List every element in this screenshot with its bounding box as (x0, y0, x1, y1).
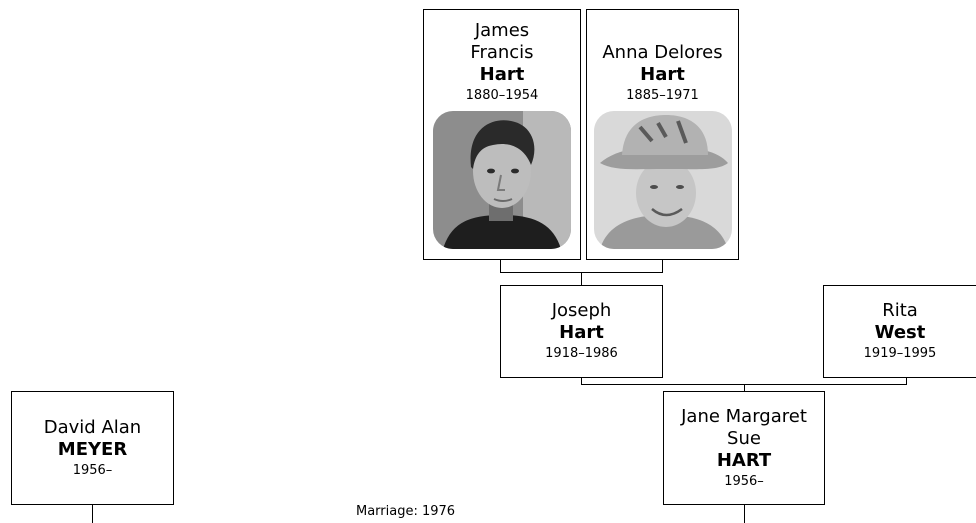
marriage-label: Marriage: 1976 (356, 504, 456, 519)
life-dates: 1918–1986 (545, 346, 618, 361)
given-name: James Francis (470, 20, 534, 63)
person-card-joseph-hart[interactable]: Joseph Hart 1918–1986 (500, 285, 663, 378)
surname: Hart (559, 322, 604, 343)
connector-line (92, 505, 93, 523)
life-dates: 1885–1971 (626, 88, 699, 103)
life-dates: 1880–1954 (465, 88, 539, 103)
given-name: Jane Margaret Sue (681, 405, 807, 449)
person-card-james-hart[interactable]: James Francis Hart 1880–1954 (423, 9, 581, 260)
connector-line (744, 505, 745, 523)
surname: MEYER (57, 438, 128, 460)
portrait-photo (593, 111, 732, 249)
life-dates: 1956– (72, 462, 113, 478)
connector-line (662, 260, 663, 272)
life-dates: 1956– (724, 473, 764, 489)
given-name: Joseph (551, 300, 612, 321)
connector-line (500, 260, 501, 272)
connector-line (906, 378, 907, 384)
life-dates: 1919–1995 (863, 346, 937, 361)
person-card-david-meyer[interactable]: David Alan MEYER 1956– (11, 391, 174, 505)
connector-line (581, 378, 582, 384)
person-card-anna-hart[interactable]: Anna Delores Hart 1885–1971 (586, 9, 739, 260)
person-card-rita-west[interactable]: Rita West 1919–1995 (823, 285, 976, 378)
surname: HART (716, 449, 772, 471)
person-card-jane-hart[interactable]: Jane Margaret Sue HART 1956– (663, 391, 825, 505)
connector-line (581, 272, 582, 285)
surname: Hart (640, 64, 685, 85)
given-name: Anna Delores (602, 42, 723, 63)
surname: West (874, 322, 926, 343)
portrait-photo (433, 111, 571, 249)
connector-line (744, 384, 745, 391)
surname: Hart (479, 64, 525, 85)
given-name: David Alan (43, 416, 142, 438)
portrait-photo-image (433, 111, 571, 249)
given-name: Rita (882, 300, 918, 321)
portrait-photo-image (593, 111, 732, 249)
